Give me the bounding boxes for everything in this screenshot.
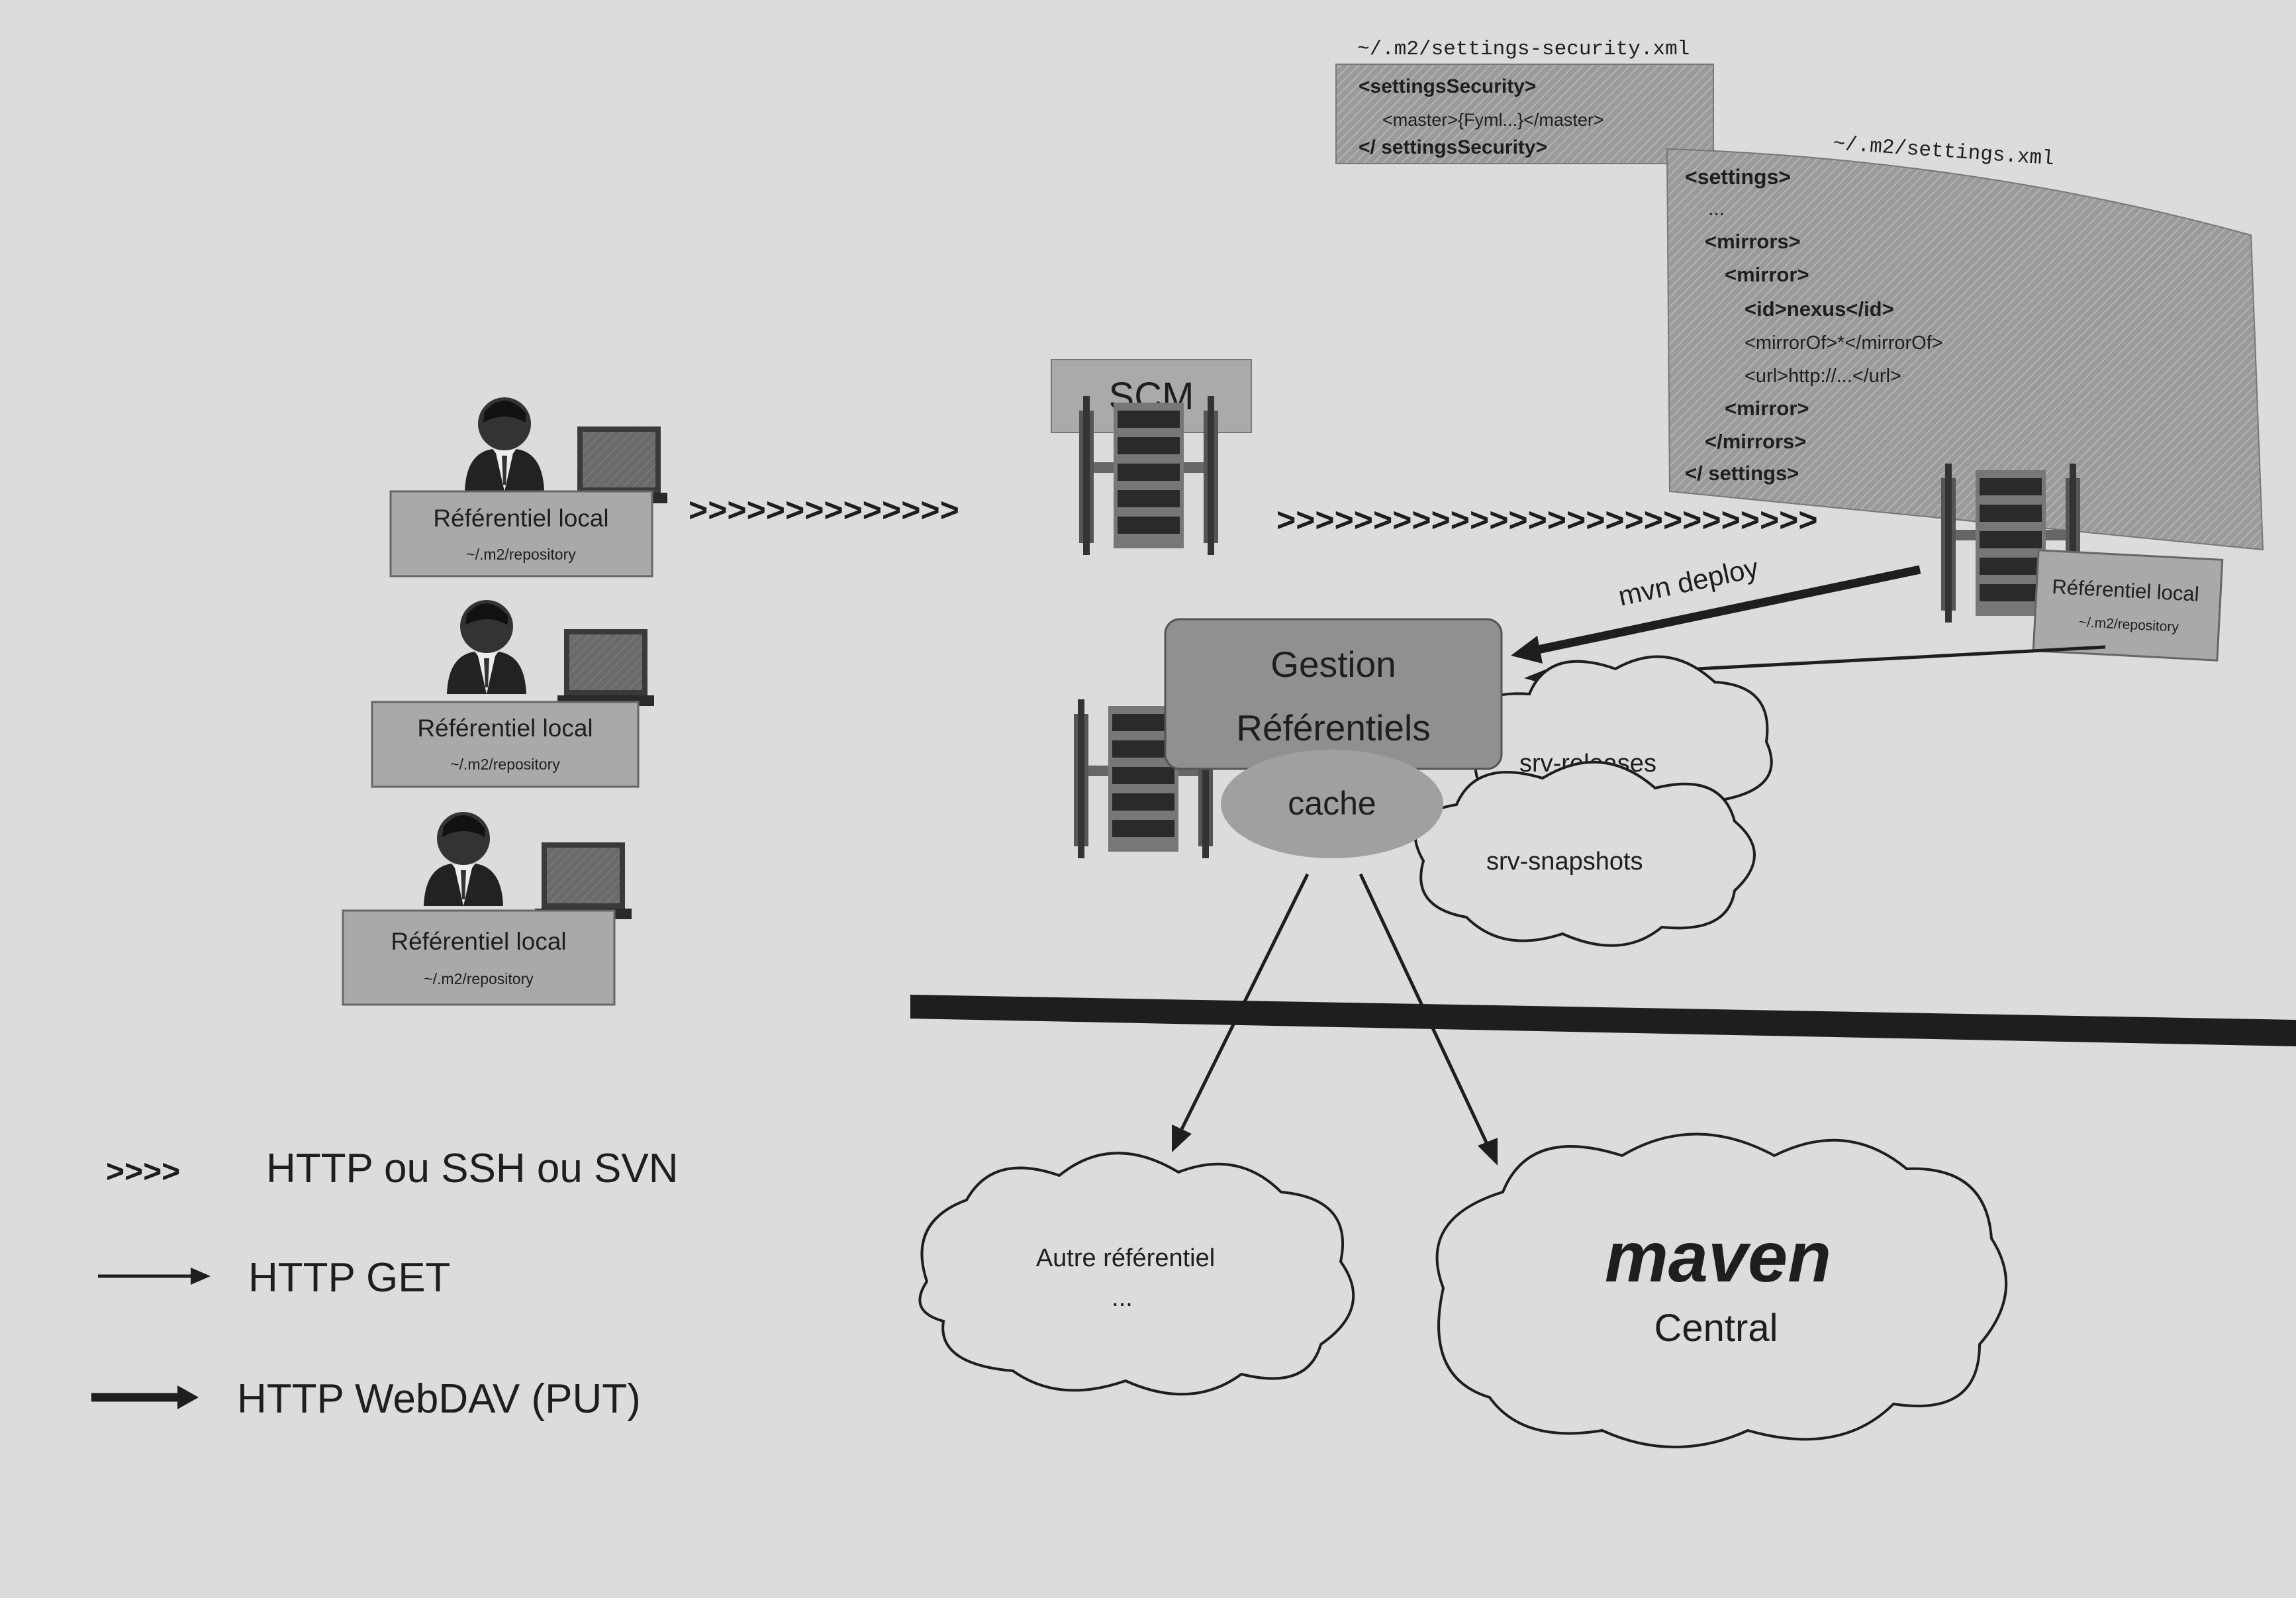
- settings-line: <mirrorOf>*</mirrorOf>: [1745, 332, 1943, 354]
- other-repo-ellipsis: ...: [1112, 1284, 1133, 1312]
- local-repo-path: ~/.m2/repository: [424, 970, 534, 987]
- settings-line: <url>http://...</url>: [1745, 366, 1901, 387]
- repository-manager-label-line2: Référentiels: [1236, 707, 1430, 748]
- local-repo-box: [389, 490, 653, 577]
- local-repo-title: Référentiel local: [417, 715, 593, 742]
- other-repo-label: Autre référentiel: [1036, 1244, 1215, 1272]
- settings-security-line: </ settingsSecurity>: [1359, 136, 1547, 158]
- maven-logo: maven: [1605, 1217, 1831, 1297]
- get-arrow-to-maven-central: [1359, 873, 1498, 1166]
- deploy-label: mvn deploy: [1615, 552, 1761, 612]
- settings-box: [1666, 148, 2264, 551]
- local-repo-title: Référentiel local: [391, 928, 566, 955]
- legend-symbol-thin-arrow: [98, 1268, 211, 1285]
- local-repo-box: [2032, 549, 2224, 662]
- settings-security-line: <settingsSecurity>: [1359, 75, 1536, 97]
- get-arrow-to-other-repo: [1172, 873, 1310, 1152]
- settings-line: </mirrors>: [1705, 430, 1806, 453]
- settings-line: ...: [1708, 198, 1725, 220]
- local-repo-box: [342, 909, 616, 1006]
- settings-line: <mirror>: [1725, 263, 1809, 286]
- developer-workstation-2: Référentiel local ~/.m2/repository: [371, 600, 654, 788]
- repository-manager-label-line1: Gestion: [1270, 644, 1396, 685]
- legend-symbol-thick-arrow: [91, 1385, 199, 1409]
- srv-snapshots-label: srv-snapshots: [1486, 848, 1643, 875]
- cache-label: cache: [1288, 785, 1376, 822]
- local-repo-path: ~/.m2/repository: [466, 546, 576, 563]
- settings-line: <id>nexus</id>: [1745, 297, 1894, 321]
- other-repo-cloud: [918, 1152, 1355, 1396]
- build-server-local-repo: Référentiel local ~/.m2/repository: [2032, 549, 2224, 662]
- maven-central-label: Central: [1654, 1307, 1778, 1350]
- legend-label: HTTP GET: [248, 1255, 450, 1301]
- srv-snapshots-cloud: [1413, 760, 1756, 947]
- developer-icon: [447, 600, 526, 694]
- developer-workstation-1: Référentiel local ~/.m2/repository: [389, 397, 667, 577]
- scm-to-build-arrow: >>>>>>>>>>>>>>>>>>>>>>>>>>>>: [1276, 501, 1818, 538]
- settings-security-filename: ~/.m2/settings-security.xml: [1357, 38, 1690, 61]
- maven-central-cloud: [1435, 1132, 2008, 1448]
- network-boundary: [910, 995, 2296, 1046]
- deploy-arrow: [1511, 565, 1921, 664]
- settings-security-line: <master>{Fyml...}</master>: [1382, 110, 1604, 130]
- settings-line: </ settings>: [1685, 462, 1799, 485]
- developer-icon: [465, 397, 544, 491]
- local-repo-title: Référentiel local: [433, 505, 608, 532]
- legend-label: HTTP WebDAV (PUT): [237, 1376, 641, 1422]
- settings-line: <mirrors>: [1705, 230, 1801, 253]
- local-repo-path: ~/.m2/repository: [450, 756, 560, 773]
- settings-line: <mirror>: [1725, 397, 1809, 420]
- local-repo-box: [371, 701, 640, 788]
- legend: >>>> HTTP ou SSH ou SVN HTTP GET HTTP We…: [91, 1146, 679, 1422]
- legend-symbol-chevrons: >>>>: [106, 1154, 180, 1189]
- cache-ellipse: [1221, 750, 1443, 858]
- developer-workstation-3: Référentiel local ~/.m2/repository: [342, 812, 632, 1006]
- laptop-icon: [557, 629, 654, 706]
- laptop-icon: [535, 842, 632, 919]
- settings-line: <settings>: [1685, 165, 1791, 189]
- developer-icon: [424, 812, 503, 906]
- client-to-scm-arrow: >>>>>>>>>>>>>>: [689, 491, 959, 528]
- settings-security-box: [1335, 64, 1714, 164]
- legend-label: HTTP ou SSH ou SVN: [266, 1146, 679, 1191]
